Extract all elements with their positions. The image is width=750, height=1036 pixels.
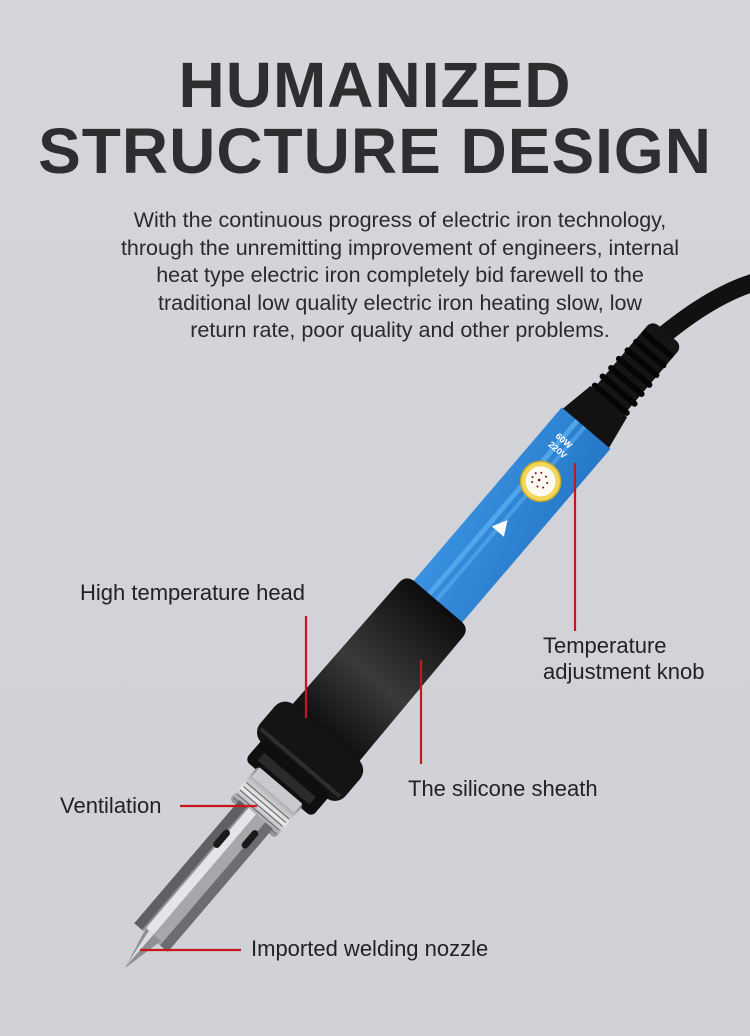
callout-welding-nozzle: Imported welding nozzle	[251, 936, 489, 961]
callout-temperature-knob-line-1: Temperature	[543, 633, 667, 658]
strain-relief	[555, 323, 680, 457]
ventilation-slot	[241, 830, 259, 849]
callout-high-temperature-head: High temperature head	[80, 580, 306, 605]
title-line-2: STRUCTURE DESIGN	[38, 115, 712, 187]
callout-temperature-knob-line-2: adjustment knob	[543, 659, 705, 684]
description-paragraph: With the continuous progress of electric…	[60, 207, 740, 345]
callout-ventilation: Ventilation	[60, 793, 162, 818]
ventilation-slot	[213, 829, 230, 848]
description-line: traditional low quality electric iron he…	[158, 290, 642, 315]
page-title: HUMANIZED STRUCTURE DESIGN	[0, 52, 750, 184]
description-line: With the continuous progress of electric…	[133, 208, 667, 232]
callout-silicone-sheath: The silicone sheath	[408, 776, 598, 801]
welding-tip	[125, 928, 162, 968]
title-line-1: HUMANIZED	[178, 49, 572, 121]
metal-barrel	[134, 800, 273, 952]
description-line: heat type electric iron completely bid f…	[156, 263, 644, 287]
arrow-marker-icon	[491, 520, 508, 537]
description-line: return rate, poor quality and other prob…	[190, 318, 610, 342]
description-line: through the unremitting improvement of e…	[120, 235, 680, 260]
blue-handle	[405, 407, 611, 632]
temperature-knob[interactable]	[512, 453, 568, 509]
callout-lines	[140, 463, 577, 952]
silicone-sheath	[247, 578, 466, 815]
